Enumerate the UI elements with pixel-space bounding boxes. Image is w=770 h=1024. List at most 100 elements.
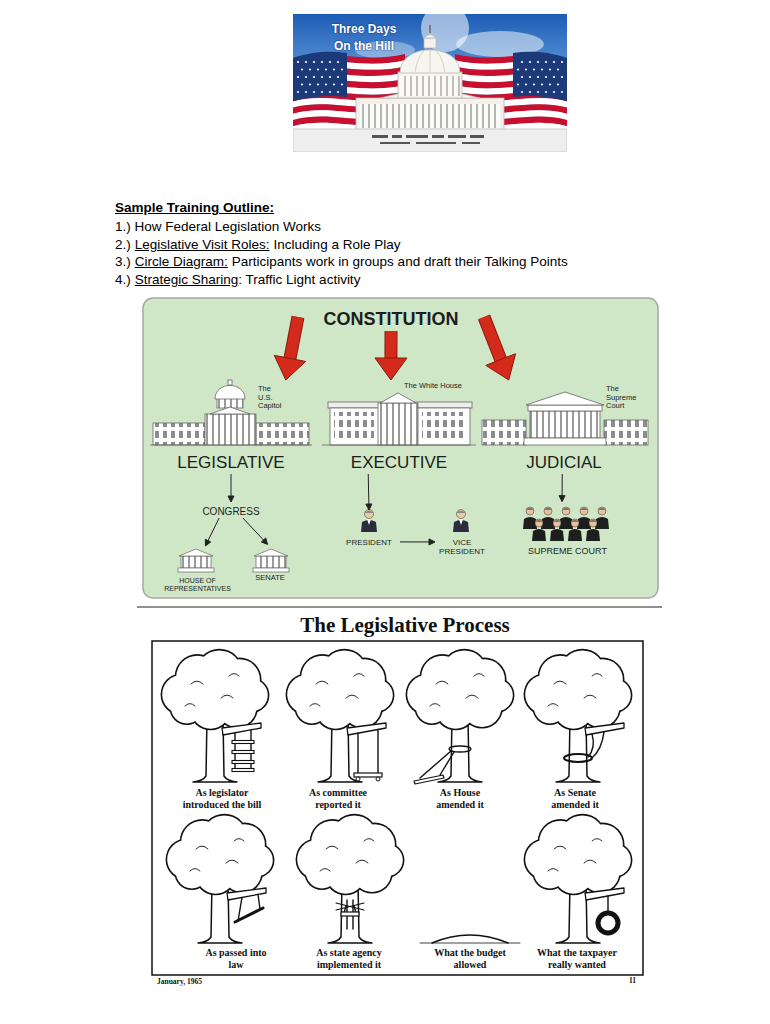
tree-cartoon <box>294 690 329 725</box>
flag <box>321 76 323 78</box>
flag <box>313 76 315 78</box>
tree-cartoon <box>599 679 631 711</box>
node-label: SENATE <box>246 574 294 584</box>
tree-caption: What the budget allowed <box>432 947 508 971</box>
tree-cartoon <box>238 897 242 921</box>
body-node: CONGRESS <box>198 502 264 518</box>
node-label: SUPREME COURT <box>513 546 622 557</box>
flag <box>455 54 567 64</box>
flag <box>297 91 299 93</box>
tree-cartoon <box>524 814 633 943</box>
justices-figures <box>586 519 600 541</box>
tree-cartoon <box>258 894 260 909</box>
senate-building <box>253 549 289 572</box>
tree-cartoon <box>548 869 558 872</box>
house-building <box>179 549 213 556</box>
branch-arrow <box>400 541 430 542</box>
chamber-node: HOUSE OF REPRESENTATIVES <box>158 546 237 594</box>
flag <box>293 116 405 126</box>
node-label: EXECUTIVE <box>318 453 480 474</box>
tree-cartoon <box>162 675 201 714</box>
tree-cartoon <box>430 704 440 707</box>
constitution-heading: CONSTITUTION <box>298 303 484 331</box>
house-building <box>178 568 214 572</box>
tree-cartoon <box>581 658 625 702</box>
tree-cartoon <box>592 674 602 677</box>
building-label: The Supreme Court <box>606 385 642 411</box>
senate-building <box>256 556 286 568</box>
tree-cartoon <box>524 649 633 782</box>
tree-cartoon <box>440 752 454 775</box>
constitution-arrow <box>384 331 397 362</box>
tree-cartoon <box>227 888 266 900</box>
cartoon-frame <box>152 641 643 975</box>
president-figure <box>361 510 377 533</box>
flag <box>293 60 405 70</box>
senate-building <box>254 549 288 556</box>
flag <box>455 128 567 138</box>
tree-cartoon <box>449 746 471 752</box>
outline-line: 3.)Circle Diagram:Participants work in g… <box>115 253 568 270</box>
tree-cartoon <box>191 690 230 729</box>
flag <box>293 52 405 139</box>
tree-caption: As legislator introduced the bill <box>176 787 268 811</box>
tree-cartoon <box>347 900 353 929</box>
flag <box>321 91 323 93</box>
tree-cartoon <box>560 650 604 694</box>
outline-item: Including a Role Play <box>274 237 401 252</box>
flag <box>455 52 567 139</box>
tree-cartoon <box>351 852 393 894</box>
tree-cartoon <box>414 775 444 784</box>
tree-cartoon <box>406 649 515 784</box>
tree-cartoon <box>598 843 633 878</box>
tree-cartoon <box>442 650 486 694</box>
tree-cartoon <box>326 855 365 894</box>
tree-cartoon <box>343 688 382 727</box>
flag <box>517 68 519 70</box>
tree-cartoon <box>235 908 263 922</box>
tree-cartoon <box>559 814 606 861</box>
tree-cartoon <box>218 688 257 727</box>
tree-cartoon <box>191 681 203 684</box>
senate-building <box>253 568 289 572</box>
flag <box>455 79 567 89</box>
tree-cartoon <box>564 754 592 762</box>
tree-cartoon <box>234 733 235 770</box>
flag <box>537 61 539 63</box>
tree-cartoon <box>332 815 376 859</box>
item-number: 3.) <box>115 254 131 269</box>
balustrade-marks <box>470 135 484 138</box>
balustrade-marks <box>432 135 444 138</box>
flag <box>549 83 551 85</box>
tree-cartoon <box>341 687 383 729</box>
flag <box>325 83 327 85</box>
arrowhead <box>261 538 267 544</box>
flag <box>301 68 303 70</box>
flag <box>293 52 347 101</box>
arrowhead <box>274 355 305 380</box>
flag <box>305 76 307 78</box>
tree-cartoon <box>181 821 223 863</box>
tree-cartoon <box>436 690 475 729</box>
supreme-court-building <box>524 438 606 445</box>
tree-cartoon <box>556 882 600 943</box>
constitution-arrow <box>289 317 298 363</box>
tree-cartoon <box>197 650 241 694</box>
tree-cartoon <box>296 692 328 724</box>
arrowhead <box>486 354 516 380</box>
tree-cartoon <box>420 943 520 944</box>
tree-caption: As state agency implemented it <box>304 947 394 971</box>
flag <box>455 66 567 76</box>
tree-cartoon <box>554 690 593 729</box>
tree-cartoon <box>232 761 254 764</box>
tree-cartoon <box>554 855 593 894</box>
tree-cartoon <box>216 687 258 729</box>
chamber-node: SENATE <box>246 544 294 584</box>
arrowhead <box>375 358 407 380</box>
balustrade-marks <box>416 142 456 144</box>
flag <box>317 68 319 70</box>
tree-caption: As passed into law <box>205 947 267 971</box>
tree-cartoon <box>588 734 593 757</box>
